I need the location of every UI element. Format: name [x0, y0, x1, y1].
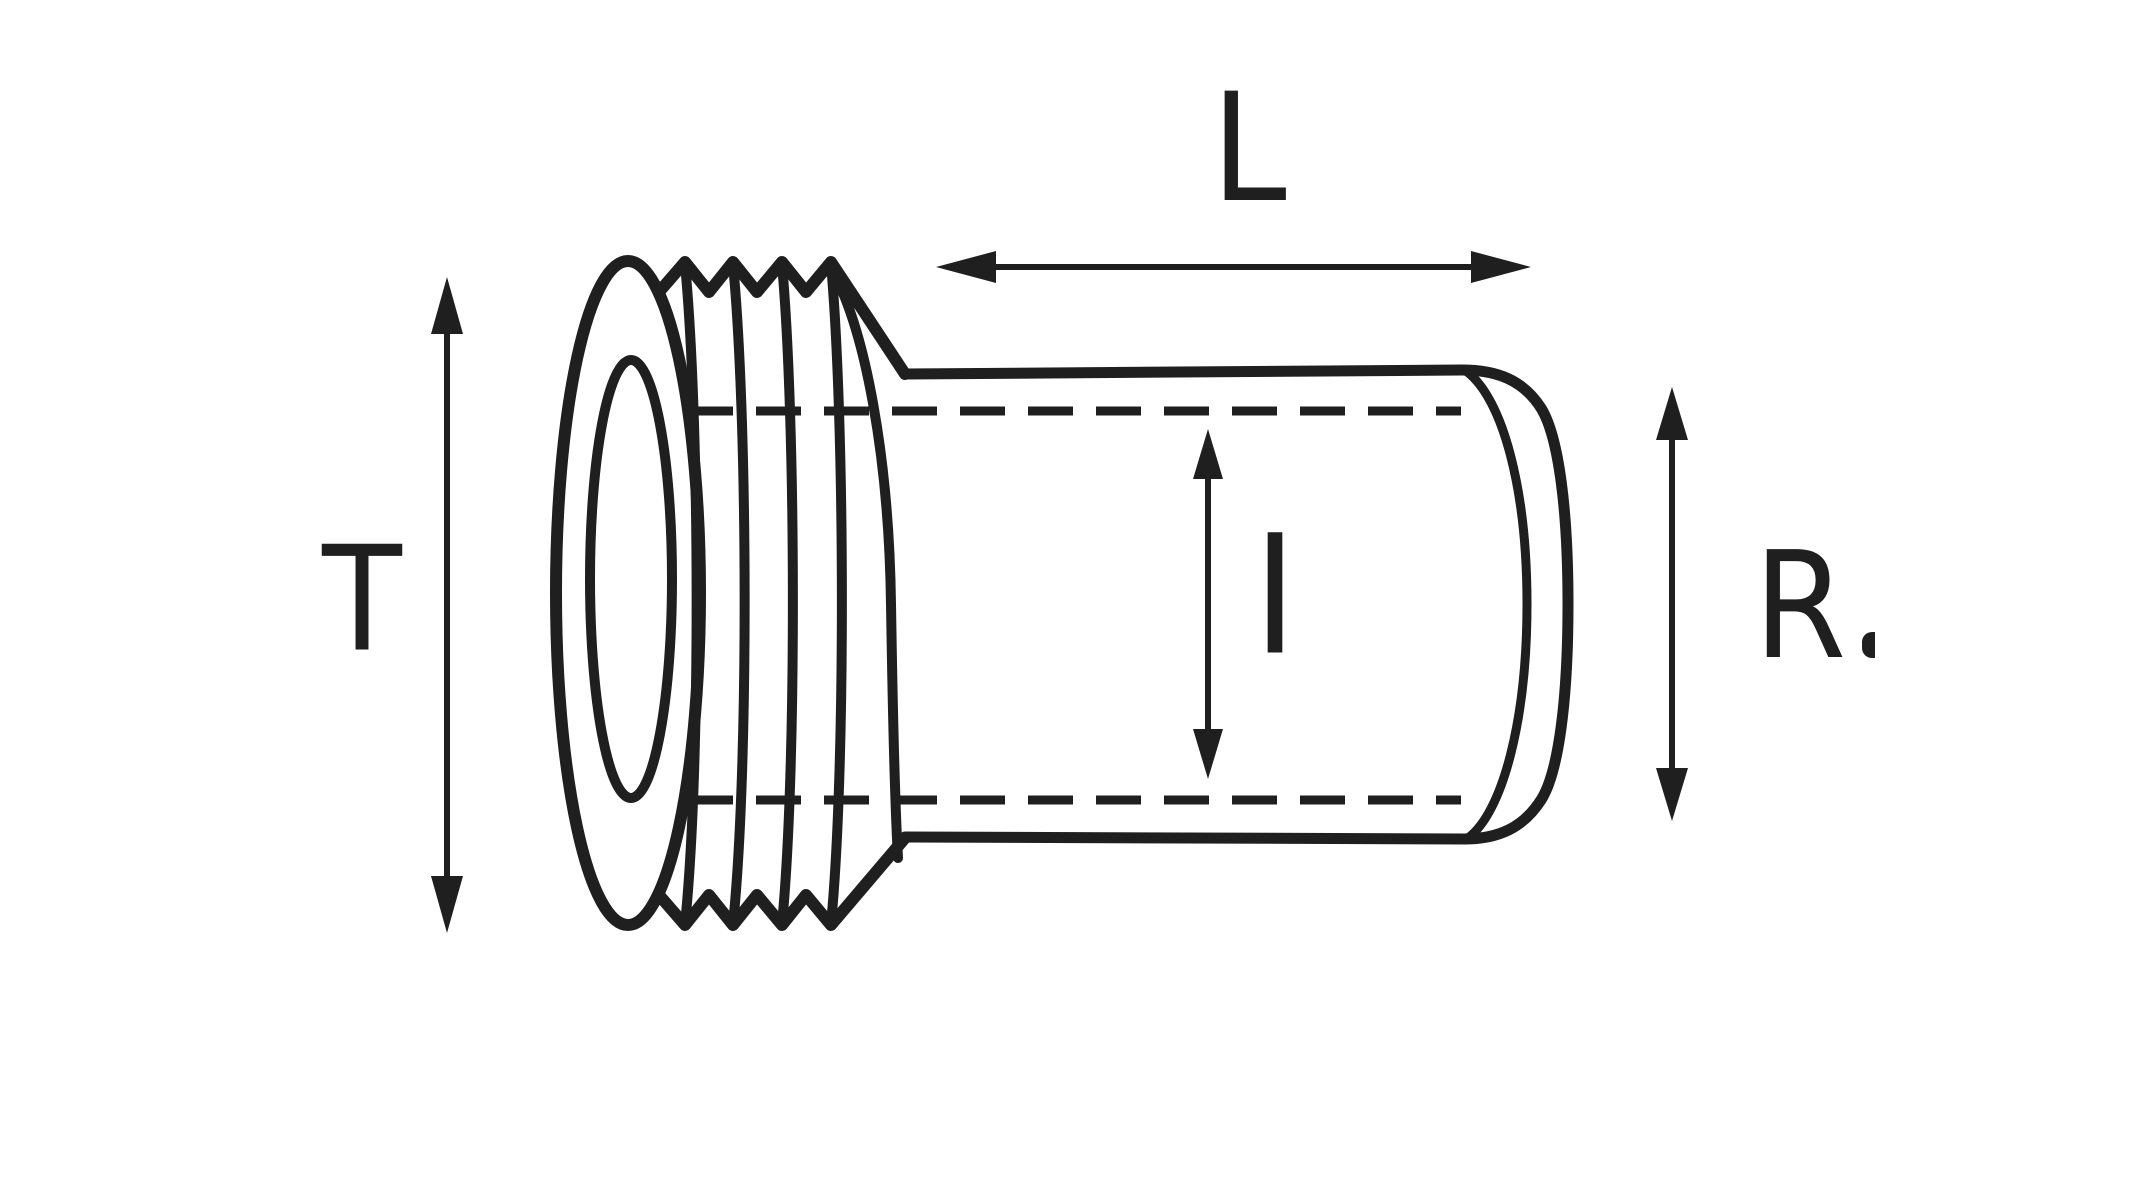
dimension-arrow-T — [431, 277, 463, 933]
dimension-label-L: L — [1211, 62, 1287, 236]
dimension-label-I: I — [1253, 499, 1297, 692]
tube-end-inner-curve — [1461, 366, 1532, 843]
dimension-arrow-I — [1193, 429, 1223, 779]
thread-bore-ellipse — [585, 355, 677, 803]
thread-bottom-profile — [653, 832, 911, 931]
thread-top-profile — [653, 256, 911, 380]
thread-coil — [728, 259, 750, 929]
dimension-label-R: R — [1753, 520, 1847, 692]
tube-body-outline — [899, 364, 1574, 845]
thread-face-ellipse — [550, 255, 706, 931]
dimension-arrow-L — [936, 251, 1531, 283]
dimension-arrow-R — [1656, 387, 1688, 821]
dimension-label-T: T — [322, 515, 402, 685]
thread-coil — [777, 259, 798, 929]
thread-coil — [826, 263, 903, 863]
cropped-glyph-fragment — [1862, 632, 1875, 658]
thread-coil — [826, 259, 847, 929]
